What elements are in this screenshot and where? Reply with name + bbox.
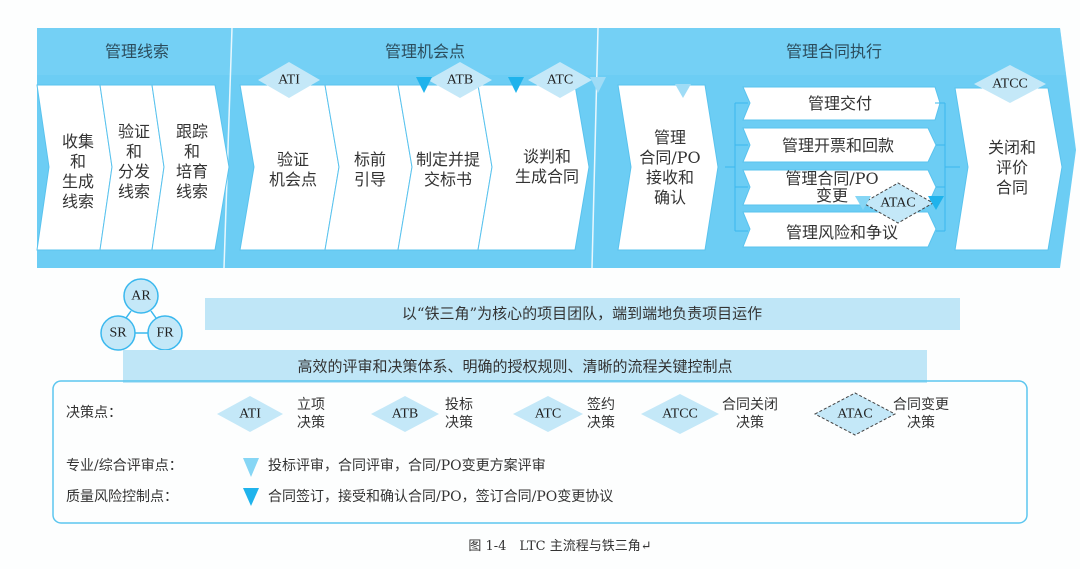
step-label: 收集 和 生成 线索 bbox=[61, 132, 95, 211]
role-sr: SR bbox=[109, 325, 127, 341]
governance-banner bbox=[123, 350, 927, 383]
legend-desc: 签约 决策 bbox=[587, 396, 615, 431]
role-ar: AR bbox=[131, 288, 151, 304]
review-point-icon bbox=[590, 77, 606, 93]
team-banner-text: 以“铁三角”为核心的项目团队，端到端地负责项目运作 bbox=[401, 304, 763, 323]
parallel-box[interactable] bbox=[742, 86, 941, 121]
legend-code: ATAC bbox=[837, 406, 873, 422]
legend-diamond-atc bbox=[513, 396, 583, 432]
control-point-icon bbox=[508, 77, 524, 93]
decision-diamond-atc[interactable] bbox=[528, 62, 592, 98]
figure-caption: 图 1-4 LTC 主流程与铁三角↵ bbox=[468, 538, 652, 554]
section-divider bbox=[223, 27, 233, 269]
role-fr: FR bbox=[156, 325, 174, 341]
legend-decision-label: 决策点： bbox=[66, 405, 122, 421]
section-title: 管理机会点 bbox=[385, 42, 466, 61]
parallel-label: 管理合同/PO 变更 bbox=[785, 169, 879, 205]
review-point-icon bbox=[675, 84, 691, 98]
legend-diamond-ati bbox=[217, 396, 283, 432]
step-label: 谈判和 生成合同 bbox=[514, 147, 580, 186]
diamond-label: ATB bbox=[446, 72, 474, 88]
legend-desc: 投标 决策 bbox=[445, 396, 473, 431]
process-band-top bbox=[37, 28, 1066, 75]
step-label: 制定并提 交标书 bbox=[415, 150, 481, 189]
legend-desc: 立项 决策 bbox=[297, 396, 325, 431]
iron-triangle bbox=[100, 278, 183, 351]
step-label: 跟踪 和 培育 线索 bbox=[175, 122, 209, 201]
section-divider bbox=[591, 27, 599, 269]
step-box[interactable] bbox=[954, 87, 1063, 251]
control-point-icon bbox=[416, 77, 432, 93]
parallel-label: 管理交付 bbox=[807, 94, 873, 113]
decision-diamond-atcc[interactable] bbox=[974, 65, 1046, 103]
parallel-connectors bbox=[725, 102, 960, 232]
legend-control-icon bbox=[243, 488, 259, 506]
legend-box bbox=[52, 380, 1028, 524]
diamond-label: ATCC bbox=[992, 76, 1028, 92]
decision-diamond-atb[interactable] bbox=[428, 62, 492, 98]
legend-review-label: 专业/综合评审点： bbox=[66, 458, 183, 474]
parallel-box[interactable] bbox=[742, 211, 937, 248]
legend-code: ATCC bbox=[662, 406, 698, 422]
parallel-label: 管理风险和争议 bbox=[785, 223, 899, 242]
legend-code: ATC bbox=[534, 406, 562, 422]
step-label: 管理 合同/PO 接收和 确认 bbox=[639, 128, 701, 207]
parallel-label: 管理开票和回款 bbox=[781, 136, 895, 155]
step-box[interactable] bbox=[617, 84, 719, 251]
parallel-box[interactable] bbox=[742, 127, 937, 163]
team-banner bbox=[205, 298, 960, 330]
legend-review-icon bbox=[243, 458, 259, 477]
legend-desc: 合同关闭 决策 bbox=[722, 396, 778, 431]
step-label: 验证 和 分发 线索 bbox=[117, 122, 151, 201]
legend-control-desc: 合同签订，接受和确认合同/PO，签订合同/PO变更协议 bbox=[268, 489, 614, 505]
legend-diamond-atac bbox=[813, 392, 897, 436]
legend-code: ATI bbox=[239, 406, 261, 422]
legend-desc: 合同变更 决策 bbox=[893, 396, 949, 431]
legend-code: ATB bbox=[391, 406, 419, 422]
decision-diamond-ati[interactable] bbox=[258, 62, 320, 98]
diamond-label: ATAC bbox=[880, 195, 916, 211]
legend-control-label: 质量风险控制点： bbox=[66, 489, 178, 505]
legend-review-desc: 投标评审，合同评审，合同/PO变更方案评审 bbox=[268, 458, 546, 474]
step-label: 标前 引导 bbox=[353, 150, 387, 189]
governance-banner-text: 高效的评审和决策体系、明确的授权规则、清晰的流程关键控制点 bbox=[297, 357, 733, 376]
step-box[interactable] bbox=[151, 84, 230, 251]
review-point-icon bbox=[855, 196, 871, 210]
legend-diamond-atb bbox=[371, 396, 439, 432]
step-label: 关闭和 评价 合同 bbox=[987, 138, 1037, 197]
section-title: 管理合同执行 bbox=[786, 42, 883, 61]
section-title: 管理线索 bbox=[105, 42, 170, 61]
control-point-icon bbox=[928, 196, 944, 210]
legend-diamond-atcc bbox=[641, 394, 719, 434]
diamond-label: ATI bbox=[278, 72, 300, 88]
step-label: 验证 机会点 bbox=[268, 150, 318, 189]
diamond-label: ATC bbox=[546, 72, 574, 88]
